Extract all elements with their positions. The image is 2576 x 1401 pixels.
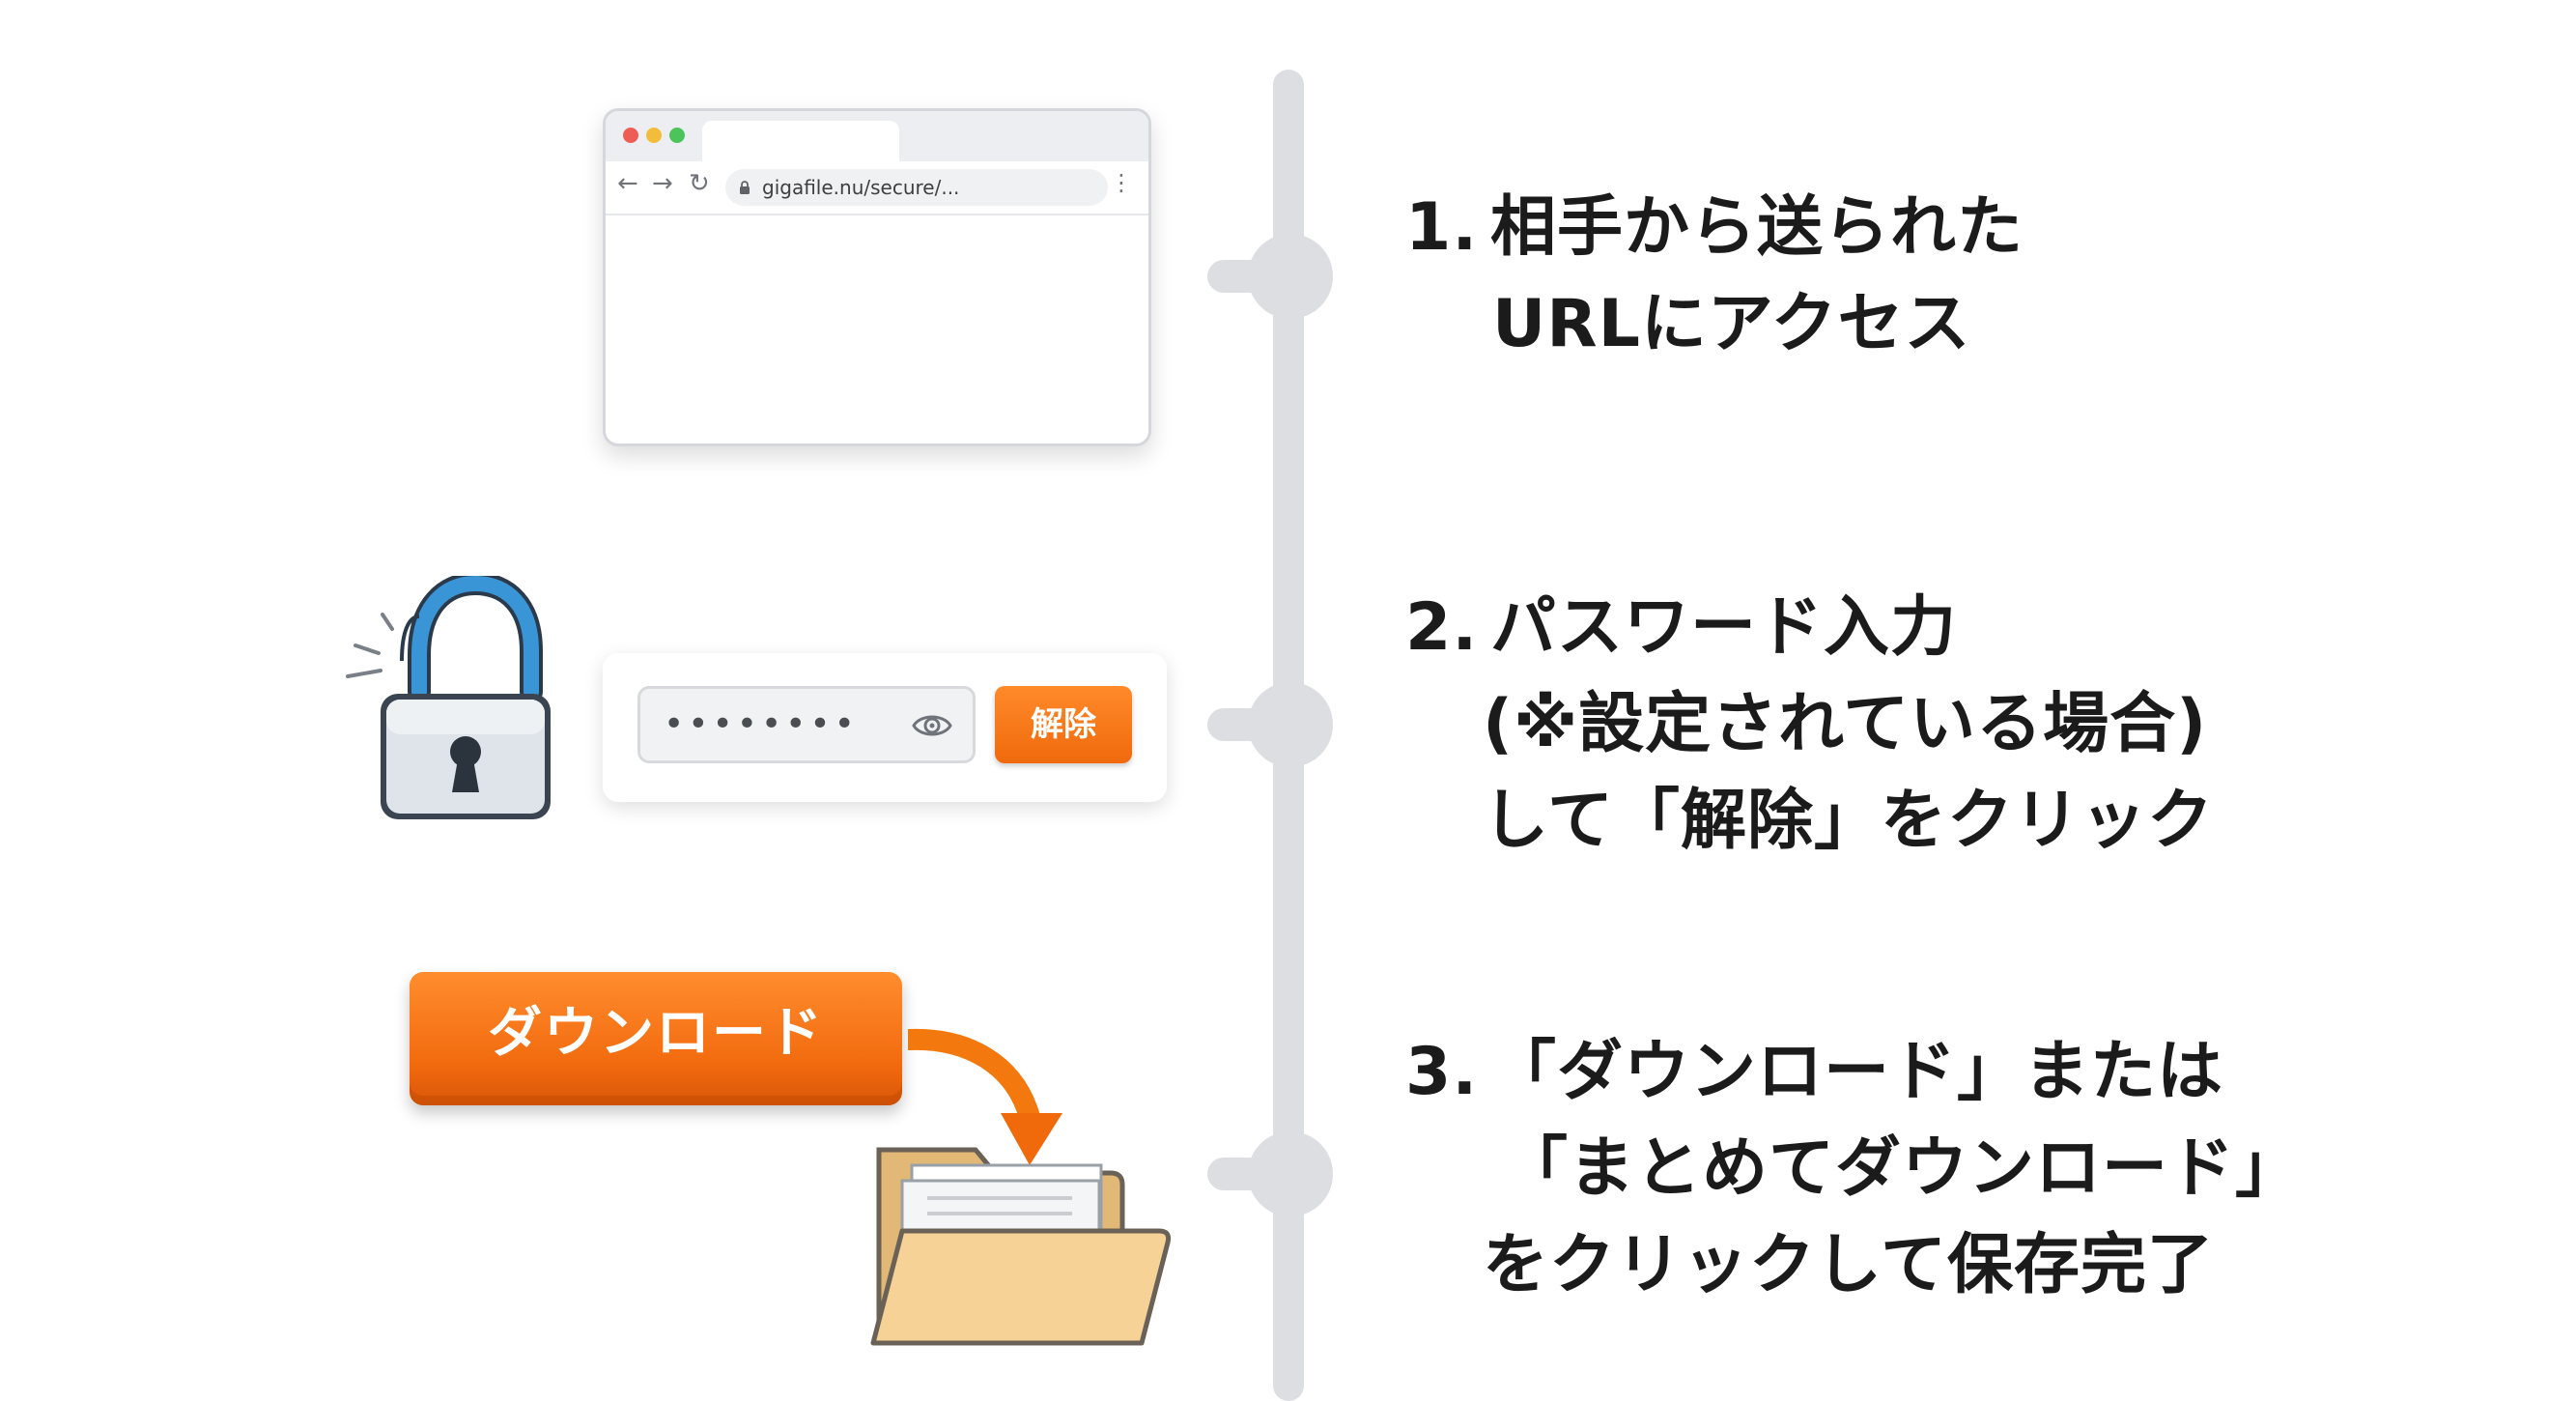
step-line: 相手から送られた (1490, 189, 2024, 266)
download-button[interactable]: ダウンロード (410, 972, 902, 1105)
folder-icon (870, 1147, 1172, 1346)
browser-titlebar (606, 111, 1148, 165)
step-line: して「解除」をクリック (1483, 783, 2214, 859)
reload-icon[interactable]: ↻ (689, 169, 710, 198)
step-number: 2. (1405, 589, 1479, 666)
password-input[interactable]: •••••••• (637, 686, 976, 763)
eye-icon[interactable] (911, 708, 953, 743)
step-line: 「ダウンロード」または (1490, 1034, 2224, 1110)
step-1-text: 1.相手から送られた URLにアクセス (1405, 180, 2024, 373)
forward-arrow-icon[interactable]: → (652, 169, 673, 198)
step-number: 3. (1405, 1034, 1479, 1110)
unlock-button[interactable]: 解除 (995, 686, 1132, 763)
timeline-node-2 (1207, 676, 1333, 773)
password-masked-value: •••••••• (664, 704, 859, 744)
address-bar[interactable]: gigafile.nu/secure/... (725, 169, 1108, 206)
step-line: (※設定されている場合) (1483, 686, 2208, 762)
timeline-node-1 (1207, 228, 1333, 325)
timeline-node-3 (1207, 1126, 1333, 1222)
curved-arrow-icon (908, 1028, 1062, 1165)
back-arrow-icon[interactable]: ← (617, 169, 638, 198)
url-text: gigafile.nu/secure/... (762, 176, 960, 199)
maximize-dot-icon[interactable] (669, 128, 685, 143)
browser-tab[interactable] (702, 121, 899, 165)
lock-icon (740, 181, 750, 194)
unlocked-padlock-icon (346, 576, 551, 819)
step-line: パスワード入力 (1490, 589, 1958, 666)
step-line: をクリックして保存完了 (1483, 1227, 2214, 1303)
password-card: •••••••• 解除 (603, 653, 1167, 802)
step-2-text: 2.パスワード入力 (※設定されている場合) して「解除」をクリック (1405, 580, 2214, 870)
step-line: URLにアクセス (1492, 286, 1971, 362)
browser-window: ← → ↻ gigafile.nu/secure/... ⋮ (603, 108, 1151, 446)
more-menu-icon[interactable]: ⋮ (1110, 169, 1133, 196)
step-line: 「まとめてダウンロード」 (1502, 1130, 2303, 1207)
step-3-text: 3.「ダウンロード」または 「まとめてダウンロード」 をクリックして保存完了 (1405, 1024, 2302, 1314)
close-dot-icon[interactable] (623, 128, 638, 143)
step-number: 1. (1405, 189, 1479, 266)
browser-toolbar: ← → ↻ gigafile.nu/secure/... ⋮ (606, 161, 1148, 215)
minimize-dot-icon[interactable] (646, 128, 662, 143)
